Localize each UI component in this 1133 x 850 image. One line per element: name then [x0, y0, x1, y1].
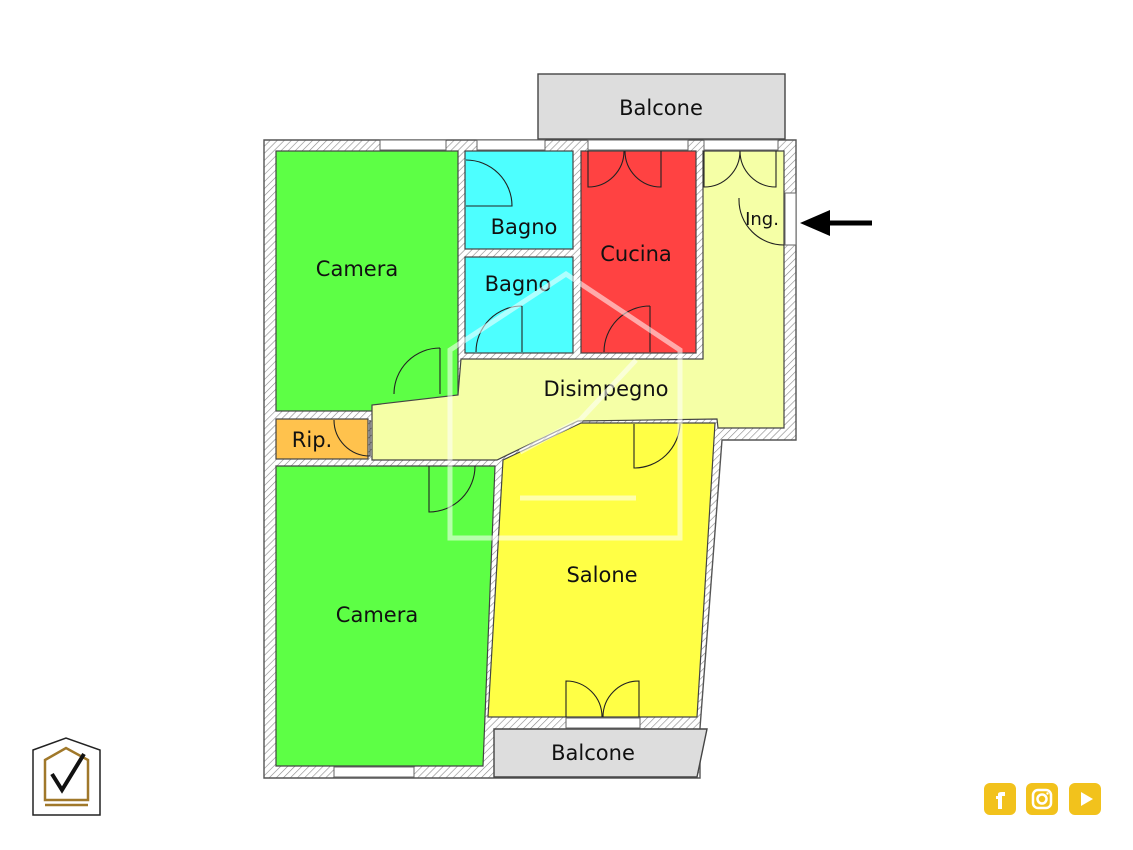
balcone-top-label: Balcone — [619, 96, 703, 120]
instagram-icon[interactable] — [1026, 783, 1058, 815]
ingresso-label: Ing. — [745, 209, 779, 230]
window — [703, 139, 779, 151]
window — [379, 139, 447, 151]
door-swing — [393, 347, 441, 395]
window — [565, 717, 641, 729]
camera-top — [275, 150, 459, 412]
balcone-top — [537, 73, 786, 140]
entrance-door-opening — [784, 192, 797, 246]
door-swing — [565, 680, 640, 718]
door-swing — [587, 150, 662, 188]
bagno-1-label: Bagno — [491, 215, 558, 239]
balcone-bottom — [493, 728, 708, 778]
door-swing — [465, 159, 513, 207]
facebook-icon[interactable] — [984, 783, 1016, 815]
window — [333, 766, 415, 778]
house-check-logo — [32, 737, 101, 816]
window — [476, 139, 546, 151]
door-swing — [428, 465, 476, 513]
bagno-1 — [464, 150, 574, 250]
arrow-left-icon — [800, 210, 872, 236]
camera-bottom — [275, 465, 496, 767]
door-swing — [333, 419, 371, 457]
camera-bottom-label: Camera — [336, 603, 418, 627]
window — [587, 139, 689, 151]
salone-label: Salone — [566, 563, 637, 587]
cucina-label: Cucina — [600, 242, 672, 266]
balcone-bottom-label: Balcone — [551, 741, 635, 765]
door-swing — [703, 150, 777, 188]
watermark-logo — [447, 271, 683, 541]
youtube-icon[interactable] — [1069, 783, 1101, 815]
camera-top-label: Camera — [316, 257, 398, 281]
door-swing — [738, 198, 785, 246]
ripostiglio — [275, 418, 369, 460]
ripostiglio-label: Rip. — [292, 428, 332, 452]
